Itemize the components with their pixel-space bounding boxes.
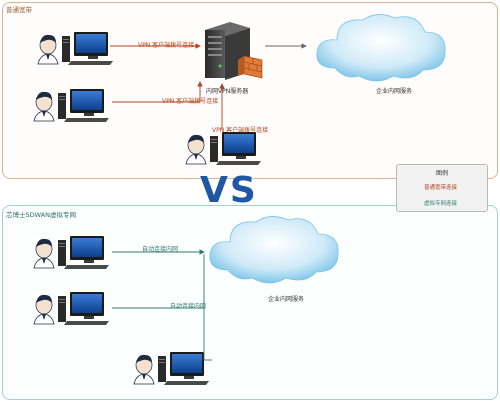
bottom-panel-title: 芯博士SDWAN虚拟专网 (6, 211, 77, 219)
legend-item-vpn: 虚拟专网连接 (424, 201, 458, 207)
top-cloud-label: 企业内网服务 (376, 88, 413, 95)
arrow-auto-2 (112, 254, 205, 309)
auto-label-2: 自动连接内网 (170, 303, 207, 310)
workstation-top-2 (33, 88, 110, 123)
legend-box: 图例 普通宽带连接 虚拟专网连接 (396, 164, 488, 212)
workstation-top-1 (37, 31, 114, 66)
cloud-top (316, 14, 446, 82)
workstation-bottom-3 (133, 351, 210, 386)
bottom-cloud-label: 企业内网服务 (268, 296, 305, 303)
arrow-vpn-2 (112, 81, 203, 103)
vpn-server-label: 内网VPN服务器 (206, 88, 249, 95)
vpn-label-3: VPN 客户端拨号连接 (212, 127, 269, 134)
auto-label-1: 自动连接内网 (142, 246, 179, 253)
cloud-bottom (209, 216, 339, 284)
vs-text: VS (200, 170, 258, 211)
vpn-label-1: VPN 客户端拨号连接 (138, 42, 195, 49)
workstation-bottom-1 (33, 235, 110, 270)
legend-title: 图例 (435, 170, 448, 177)
legend-item-broadband: 普通宽带连接 (424, 185, 458, 191)
workstation-bottom-2 (33, 291, 110, 326)
workstation-top-3 (185, 131, 262, 166)
firewall-icon (238, 55, 263, 79)
top-panel-title: 普通宽带 (6, 6, 32, 14)
vpn-label-2: VPN 客户端拨号连接 (162, 98, 219, 105)
